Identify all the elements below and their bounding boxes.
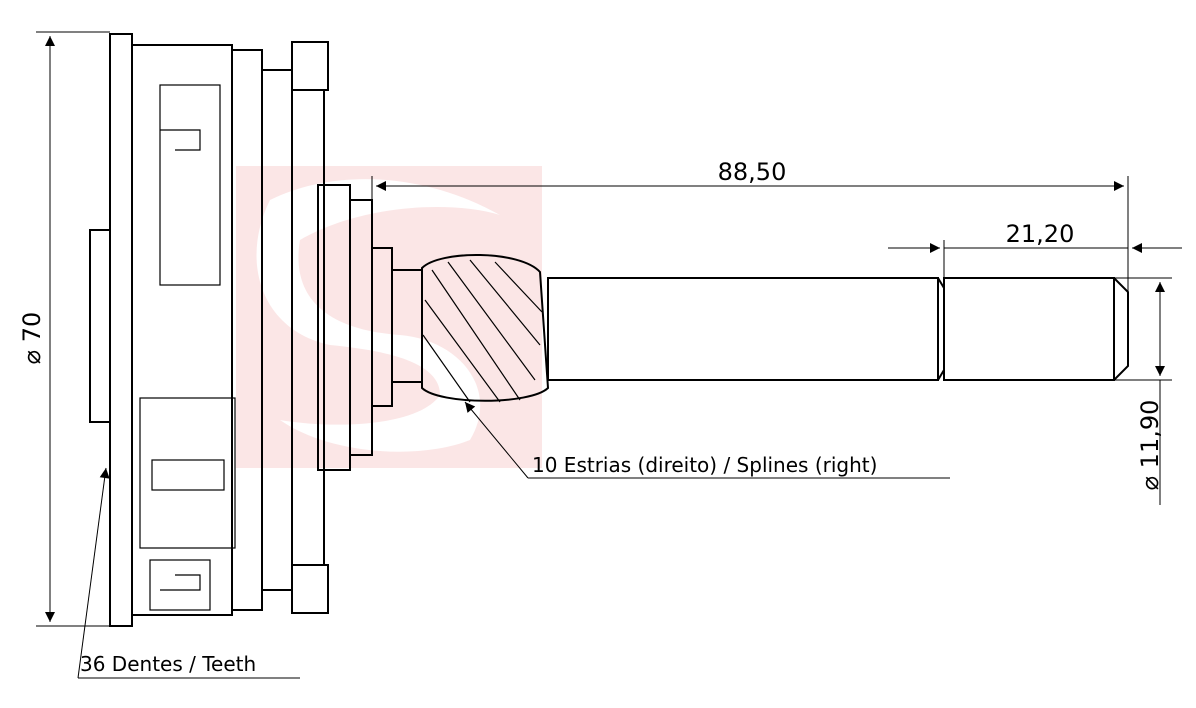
overall-diameter-label: ⌀ 70 bbox=[18, 312, 46, 365]
watermark-logo bbox=[236, 166, 542, 468]
spline-gear bbox=[421, 254, 550, 403]
shaft-length-dimension: 88,50 bbox=[371, 158, 1129, 292]
gear-housing bbox=[89, 33, 329, 627]
splines-label: 10 Estrias (direito) / Splines (right) bbox=[532, 453, 877, 477]
shaft-length-label: 88,50 bbox=[718, 158, 787, 186]
end-length-label: 21,20 bbox=[1006, 220, 1075, 248]
shaft bbox=[547, 277, 1129, 381]
end-length-dimension: 21,20 bbox=[888, 220, 1182, 278]
splines-callout: 10 Estrias (direito) / Splines (right) bbox=[464, 401, 950, 479]
shaft-diameter-label: ⌀ 11,90 bbox=[1136, 400, 1164, 491]
overall-diameter-dimension: ⌀ 70 bbox=[18, 31, 110, 627]
shaft-diameter-dimension: ⌀ 11,90 bbox=[1114, 277, 1172, 505]
teeth-label: 36 Dentes / Teeth bbox=[80, 652, 256, 676]
teeth-callout: 36 Dentes / Teeth bbox=[77, 467, 300, 679]
